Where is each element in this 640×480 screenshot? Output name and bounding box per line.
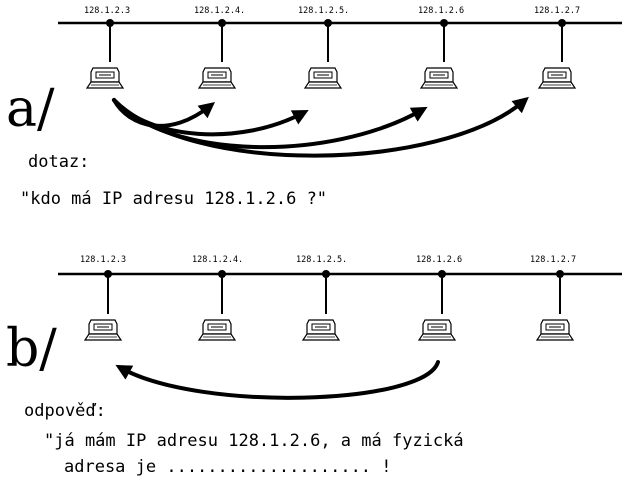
panel-a-label: a/ [6,79,55,139]
ip-label: 128.1.2.4. [194,6,245,16]
reply-message-line-2: adresa je .................... ! [64,457,392,477]
computer-icon [420,67,458,89]
host-a-4: 128.1.2.6 [418,6,464,89]
ip-label: 128.1.2.6 [418,6,464,16]
ip-label: 128.1.2.3 [80,255,126,265]
computer-icon [304,67,342,89]
reply-message-line-1: "já mám IP adresu 128.1.2.6, a má fyzick… [44,431,464,451]
host-a-1: 128.1.2.3 [84,6,130,89]
computer-icon [198,319,236,341]
panel-b: b/ 128.1.2.3 128.1.2.4. 128.1.2.5. 128.1… [6,255,622,477]
host-a-3: 128.1.2.5. [298,6,349,89]
reply-caption: odpověď: [24,401,106,421]
host-a-2: 128.1.2.4. [194,6,245,89]
computer-icon [86,67,124,89]
computer-icon [198,67,236,89]
ip-label: 128.1.2.7 [530,255,576,265]
broadcast-arrows [112,96,529,158]
computer-icon [538,67,576,89]
computer-icon [84,319,122,341]
host-b-1: 128.1.2.3 [80,255,126,341]
computer-icon [536,319,574,341]
computer-icon [418,319,456,341]
ip-label: 128.1.2.4. [192,255,243,265]
panel-b-label: b/ [6,319,57,379]
panel-a: a/ 128.1.2.3 128.1.2.4. 128.1.2.5. 128.1… [6,6,622,209]
ip-label: 128.1.2.5. [298,6,349,16]
query-caption: dotaz: [28,152,89,172]
ip-label: 128.1.2.7 [534,6,580,16]
ip-label: 128.1.2.5. [296,255,347,265]
query-message: "kdo má IP adresu 128.1.2.6 ?" [20,189,327,209]
arrow-icon [112,96,529,158]
ip-label: 128.1.2.3 [84,6,130,16]
arrow-icon [115,360,440,400]
host-b-4: 128.1.2.6 [416,255,462,341]
computer-icon [302,319,340,341]
host-b-3: 128.1.2.5. [296,255,347,341]
host-b-5: 128.1.2.7 [530,255,576,341]
host-a-5: 128.1.2.7 [534,6,580,89]
host-b-2: 128.1.2.4. [192,255,243,341]
ip-label: 128.1.2.6 [416,255,462,265]
arrow-icon [112,98,428,150]
